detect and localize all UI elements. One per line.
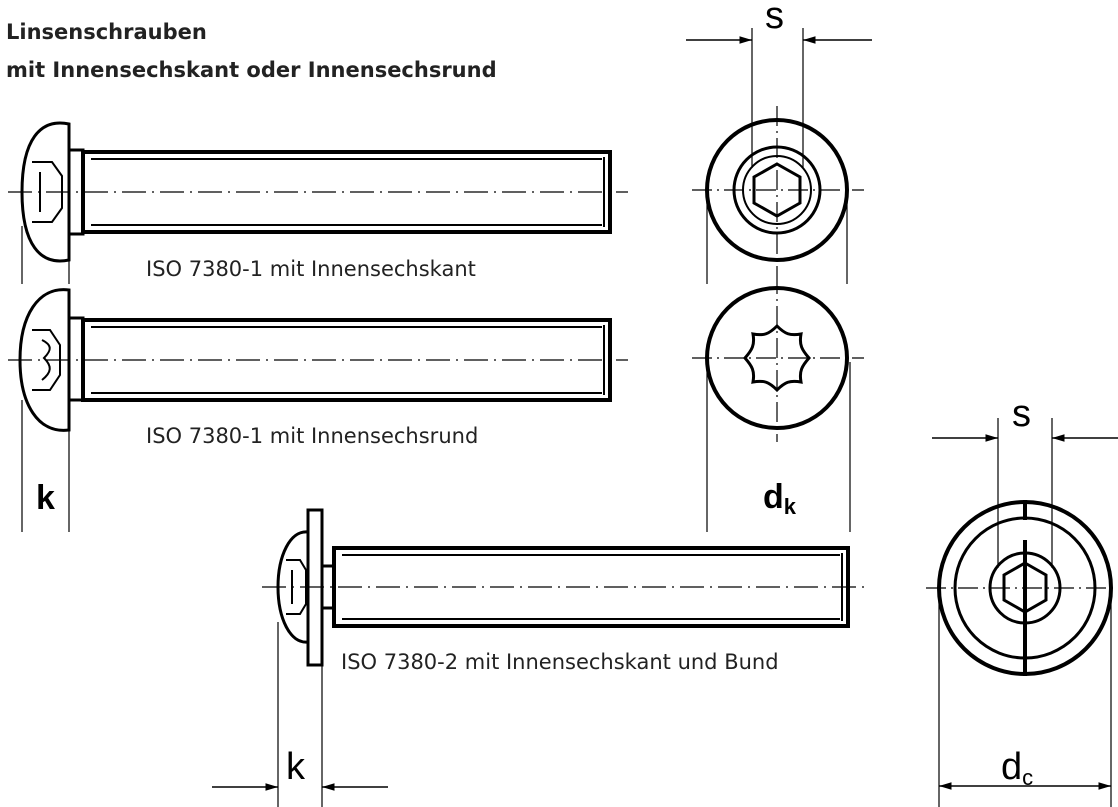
- heading-line-1: Linsenschrauben: [6, 20, 207, 44]
- dim-dk-main: d: [763, 478, 784, 516]
- heading-line-2: mit Innensechskant oder Innensechsrund: [6, 58, 497, 82]
- end-view-torx: [692, 274, 864, 532]
- dim-s-bottom: s: [1012, 393, 1031, 435]
- dim-dc: dc: [1001, 748, 1033, 789]
- dim-dk: dk: [763, 480, 796, 518]
- dim-dc-sub: c: [1022, 765, 1034, 790]
- screw-hex-side-view: [8, 121, 628, 284]
- dim-s-top: s: [765, 0, 784, 37]
- screw-collar-side-view: [212, 508, 866, 807]
- caption-hex: ISO 7380-1 mit Innensechskant: [146, 257, 476, 281]
- dim-dk-sub: k: [783, 494, 797, 519]
- end-view-collar: [926, 418, 1118, 807]
- dim-k-left: k: [36, 479, 55, 517]
- screw-torx-side-view: [8, 288, 628, 532]
- caption-collar: ISO 7380-2 mit Innensechskant und Bund: [341, 650, 779, 674]
- caption-torx: ISO 7380-1 mit Innensechsrund: [146, 424, 479, 448]
- dim-dc-main: d: [1001, 746, 1023, 788]
- dim-k-bottom: k: [286, 746, 305, 788]
- end-view-hex: [686, 28, 872, 284]
